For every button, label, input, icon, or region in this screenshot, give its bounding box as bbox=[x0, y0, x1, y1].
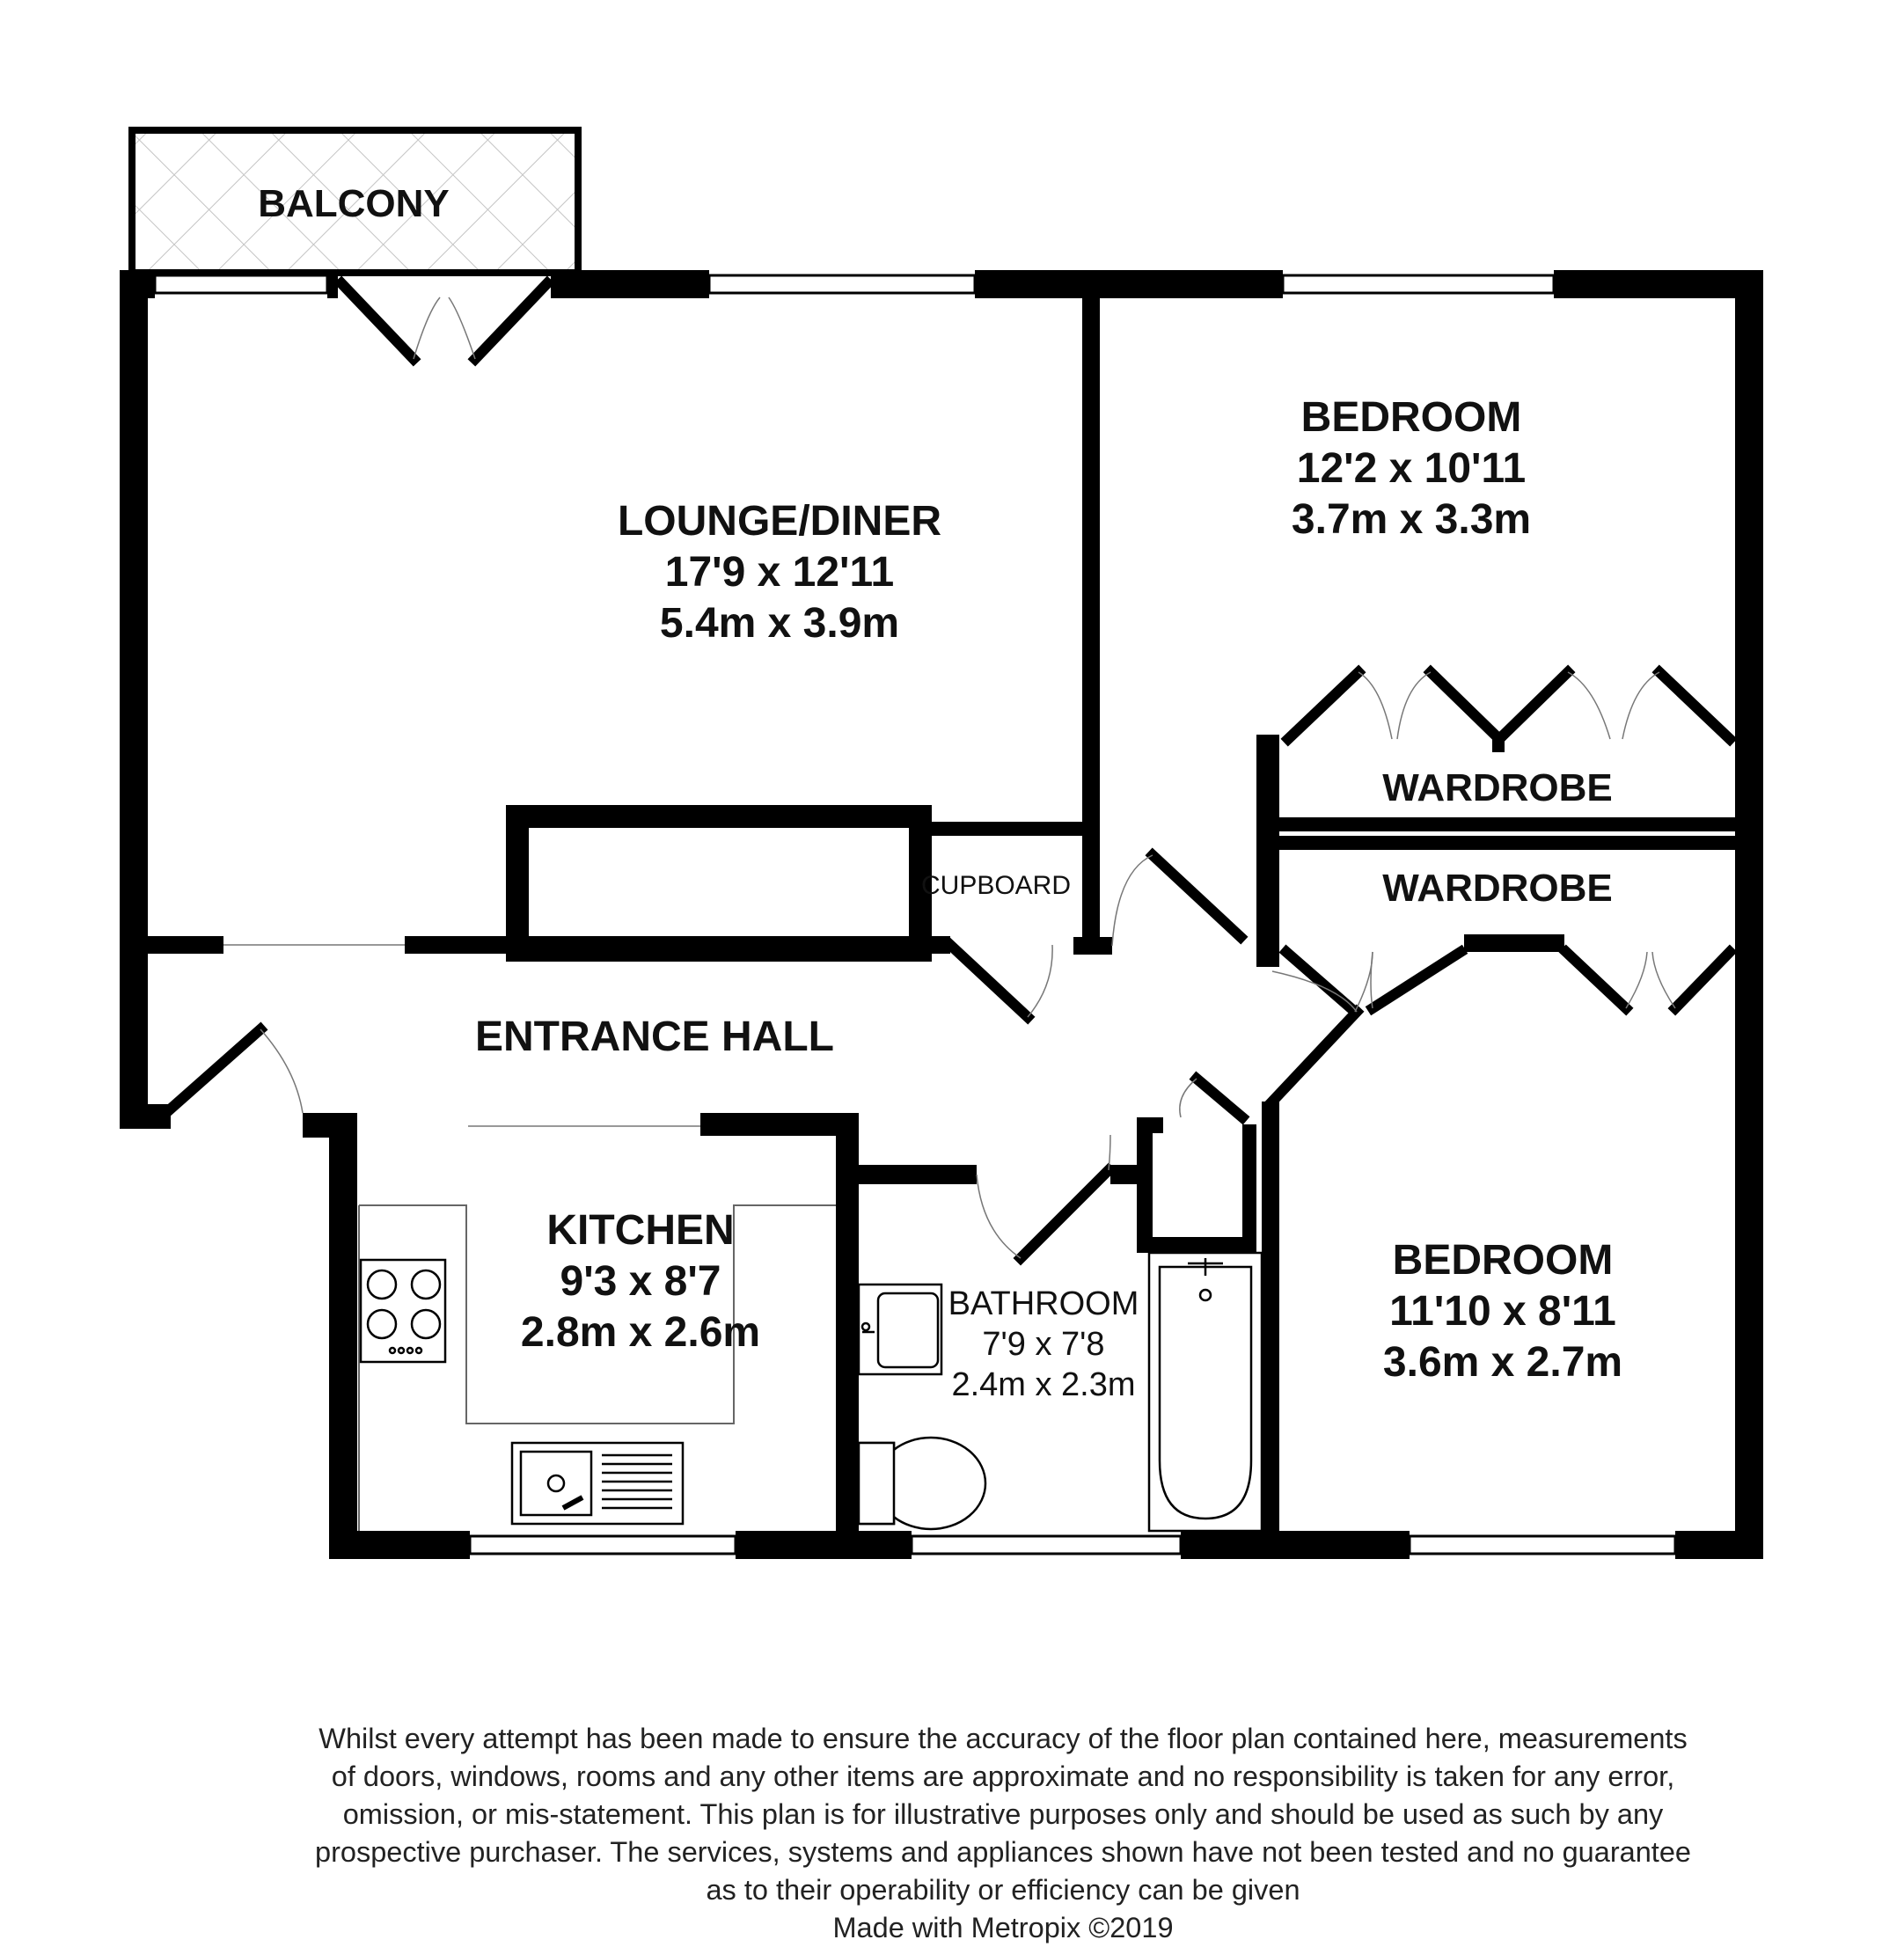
bedroom1-metric: 3.7m x 3.3m bbox=[1292, 496, 1531, 543]
disclaimer-text: Whilst every attempt has been made to en… bbox=[194, 1720, 1812, 1947]
credit-line: Made with Metropix ©2019 bbox=[832, 1912, 1174, 1943]
basin-icon bbox=[857, 1283, 943, 1376]
bath-icon bbox=[1147, 1251, 1263, 1533]
disclaimer-line: of doors, windows, rooms and any other i… bbox=[331, 1760, 1675, 1792]
walls bbox=[120, 270, 1763, 1559]
windows bbox=[153, 274, 1677, 1555]
lounge-name: LOUNGE/DINER bbox=[618, 498, 941, 545]
bedroom2-metric: 3.6m x 2.7m bbox=[1383, 1339, 1622, 1386]
cupboard-label: CUPBOARD bbox=[921, 871, 1071, 900]
disclaimer-line: prospective purchaser. The services, sys… bbox=[315, 1836, 1691, 1868]
kitchen-name: KITCHEN bbox=[546, 1207, 734, 1254]
bedroom1-imperial: 12'2 x 10'11 bbox=[1297, 445, 1526, 492]
bathroom-metric: 2.4m x 2.3m bbox=[951, 1366, 1135, 1403]
lounge-imperial: 17'9 x 12'11 bbox=[665, 549, 894, 596]
floor-plan: BALCONY LOUNGE/DINER 17'9 x 12'11 5.4m x… bbox=[120, 127, 1763, 1559]
bathroom-imperial: 7'9 x 7'8 bbox=[982, 1326, 1104, 1363]
kitchen-metric: 2.8m x 2.6m bbox=[521, 1309, 760, 1356]
kitchen-imperial: 9'3 x 8'7 bbox=[560, 1258, 721, 1305]
sink-icon bbox=[510, 1441, 685, 1526]
bathroom-name: BATHROOM bbox=[948, 1285, 1139, 1322]
toilet-icon bbox=[857, 1436, 987, 1531]
bedroom1-name: BEDROOM bbox=[1301, 394, 1522, 441]
doors bbox=[161, 275, 1738, 1266]
wardrobe2-label: WARDROBE bbox=[1382, 867, 1613, 910]
room-labels: BALCONY LOUNGE/DINER 17'9 x 12'11 5.4m x… bbox=[258, 182, 1622, 1403]
disclaimer-line: Whilst every attempt has been made to en… bbox=[319, 1723, 1688, 1754]
door-arcs bbox=[223, 296, 1676, 1259]
bedroom2-name: BEDROOM bbox=[1393, 1237, 1614, 1284]
wardrobe1-label: WARDROBE bbox=[1382, 766, 1613, 809]
balcony-label: BALCONY bbox=[258, 182, 450, 225]
lounge-metric: 5.4m x 3.9m bbox=[660, 600, 899, 647]
disclaimer-line: omission, or mis-statement. This plan is… bbox=[342, 1798, 1664, 1830]
balcony bbox=[128, 127, 582, 276]
hall-label: ENTRANCE HALL bbox=[475, 1014, 834, 1060]
kitchen-fixtures bbox=[358, 1204, 836, 1531]
hob-icon bbox=[359, 1258, 447, 1364]
bedroom2-imperial: 11'10 x 8'11 bbox=[1389, 1288, 1616, 1335]
disclaimer-line: as to their operability or efficiency ca… bbox=[706, 1874, 1300, 1906]
